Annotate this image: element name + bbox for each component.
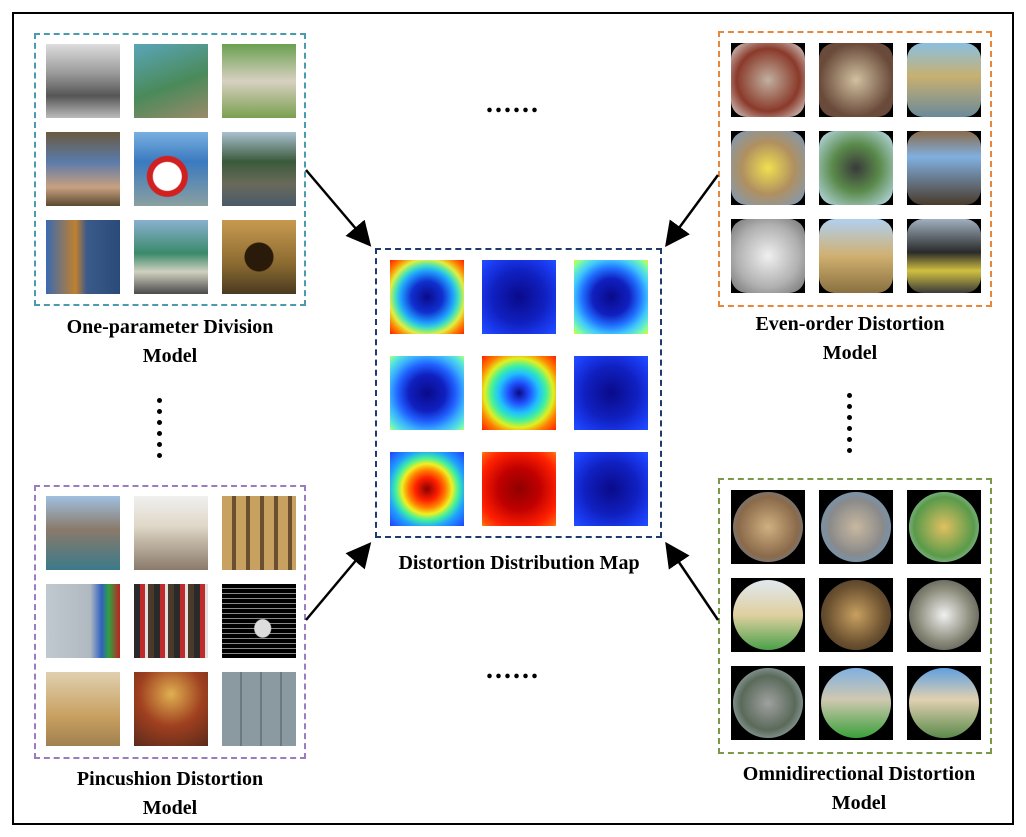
barrel-photo-computer [907,131,981,205]
heatmap-3 [574,260,648,334]
even-order-panel [718,31,992,307]
photo-seated-person [46,132,120,206]
photo-ornate-window [46,672,120,746]
photo-bicycle-sign [134,132,208,206]
distortion-map-grid [390,260,648,526]
photo-signpost [46,220,120,294]
barrel-photo-cafe [819,43,893,117]
photo-gray-door [222,672,296,746]
distortion-map-label: Distortion Distribution Map [398,552,640,574]
fisheye-photo-7 [731,666,805,740]
pincushion-label: Pincushion Distortion Model [20,765,320,823]
barrel-photo-plaza [907,43,981,117]
vertical-ellipsis-right [845,393,853,459]
fisheye-photo-1 [731,490,805,564]
heatmap-8 [482,452,556,526]
omnidirectional-image-grid [731,490,981,740]
even-order-image-grid [731,43,981,293]
fisheye-photo-3 [907,490,981,564]
heatmap-7 [390,452,464,526]
photo-harbor-houses [222,132,296,206]
fisheye-photo-2 [819,490,893,564]
one-parameter-label: One-parameter Division Model [20,313,320,371]
barrel-photo-kitchen [731,219,805,293]
heatmap-5 [482,356,556,430]
photo-dome-interior [134,672,208,746]
even-order-label-line1: Even-order Distortion [755,313,945,335]
one-parameter-label-line2: Model [142,345,198,367]
vertical-ellipsis-left [155,398,163,464]
ellipsis-top: ...... [486,88,540,119]
even-order-label: Even-order Distortion Model [700,310,1000,368]
photo-apartment [222,496,296,570]
heatmap-6 [574,356,648,430]
pincushion-panel [34,485,306,759]
barrel-photo-street [731,43,805,117]
photo-bench [222,44,296,118]
arrow-bottom-left [305,542,372,621]
pincushion-image-grid [46,496,296,746]
photo-silhouette [222,220,296,294]
arrow-top-left [305,169,372,247]
barrel-photo-locomotive [907,219,981,293]
photo-bookshelf [134,584,208,658]
one-parameter-panel [34,33,306,306]
photo-tennis-players [134,44,208,118]
photo-building-entrance [46,44,120,118]
heatmap-1 [390,260,464,334]
omnidirectional-label-line1: Omnidirectional Distortion [742,763,976,785]
arrow-top-right [665,174,720,248]
barrel-photo-truck [731,131,805,205]
photo-exhibit [46,584,120,658]
omnidirectional-panel [718,478,992,754]
even-order-label-line2: Model [822,342,878,364]
fisheye-photo-6 [907,578,981,652]
barrel-photo-cathedral [819,219,893,293]
one-parameter-label-line1: One-parameter Division [66,316,274,338]
photo-canal [46,496,120,570]
one-parameter-image-grid [46,44,296,294]
photo-train [134,220,208,294]
omnidirectional-label-line2: Model [831,792,887,814]
fisheye-photo-4 [731,578,805,652]
distortion-map-panel [375,248,662,538]
arrow-bottom-right [665,541,720,621]
heatmap-4 [390,356,464,430]
heatmap-2 [482,260,556,334]
fisheye-photo-5 [819,578,893,652]
omnidirectional-label: Omnidirectional Distortion Model [700,760,1018,818]
fisheye-photo-8 [819,666,893,740]
ellipsis-bottom: ...... [486,654,540,685]
pincushion-label-line2: Model [142,797,198,819]
diagram-frame [12,12,1014,825]
photo-wireframe-columns [222,584,296,658]
barrel-photo-trees [819,131,893,205]
pincushion-label-line1: Pincushion Distortion [76,768,264,790]
fisheye-photo-9 [907,666,981,740]
heatmap-9 [574,452,648,526]
photo-station-facade [134,496,208,570]
